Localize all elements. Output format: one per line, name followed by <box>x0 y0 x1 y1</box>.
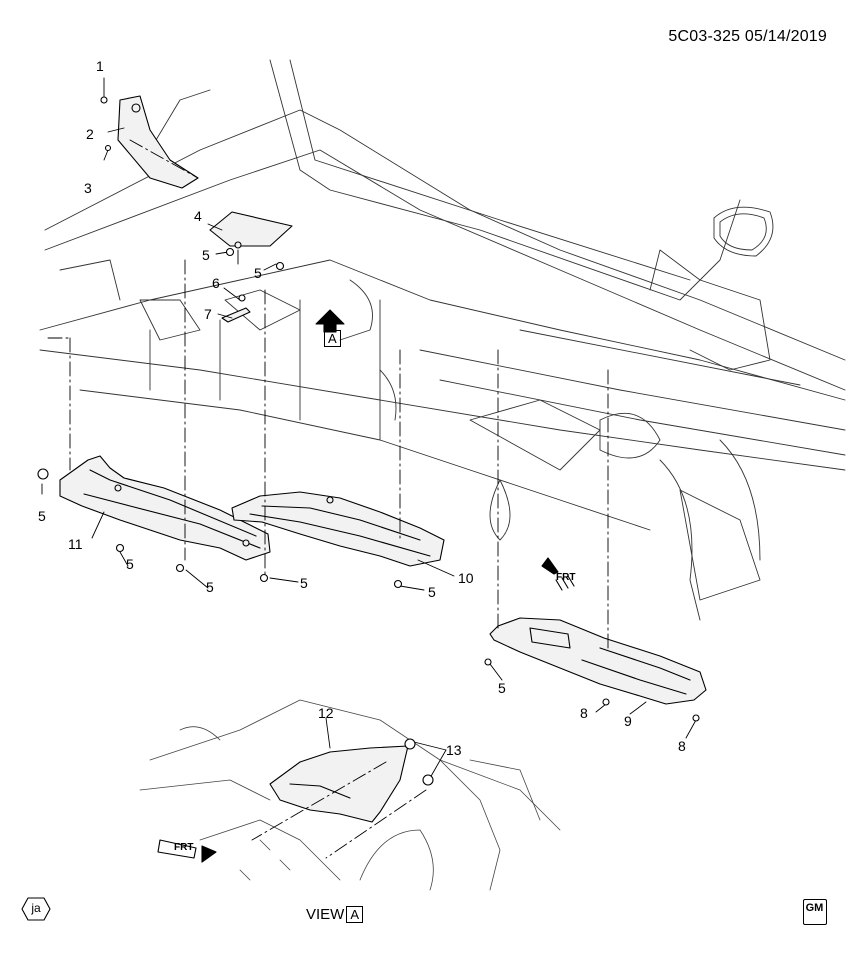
ja-hexagon-icon <box>21 897 51 921</box>
view-a-label: VIEW A <box>306 906 364 923</box>
callout-8b: 8 <box>580 705 588 721</box>
callout-8a: 5 <box>498 680 506 696</box>
part-2-bracket <box>117 95 199 189</box>
view-a-background <box>139 699 561 891</box>
part-11-shield <box>59 455 271 561</box>
view-a-marker-letter: A <box>324 330 341 347</box>
frt-label-upper: FRT <box>556 572 576 583</box>
callout-13: 13 <box>446 742 462 758</box>
callout-5f: 5 <box>300 575 308 591</box>
fasteners <box>37 96 700 786</box>
callout-12: 12 <box>318 705 334 721</box>
view-a-marker: A <box>322 330 341 347</box>
part-12-panel <box>269 745 409 823</box>
callout-6: 6 <box>212 275 220 291</box>
callout-10: 10 <box>458 570 474 586</box>
callout-7: 7 <box>204 306 212 322</box>
view-a-arrow <box>315 309 345 333</box>
callout-1: 1 <box>96 58 104 74</box>
part-4-shield <box>209 211 293 249</box>
callout-5b: 5 <box>254 265 262 281</box>
part-9-shield <box>489 617 707 705</box>
callout-3: 3 <box>84 180 92 196</box>
assembly-lines <box>47 139 609 859</box>
callout-5e: 5 <box>206 579 214 595</box>
ja-badge-text: ja <box>31 901 41 915</box>
view-label-letter: A <box>346 906 364 923</box>
callout-4: 4 <box>194 208 202 224</box>
callout-11: 11 <box>68 536 83 552</box>
ja-badge: ja <box>22 896 50 922</box>
gm-logo-text: GM <box>805 902 824 914</box>
callout-5a: 5 <box>202 247 210 263</box>
callout-5c: 5 <box>38 508 46 524</box>
frt-arrow-upper <box>541 557 575 591</box>
callout-2: 2 <box>86 126 94 142</box>
part-10-shield <box>231 491 445 567</box>
callout-5d: 5 <box>126 556 134 572</box>
part-7-strap <box>221 307 251 323</box>
frt-label-lower: FRT <box>174 842 194 853</box>
diagram-code-date: 5C03-325 05/14/2019 <box>668 28 827 45</box>
view-label-prefix: VIEW <box>306 906 345 923</box>
callout-8c: 8 <box>678 738 686 754</box>
vehicle-underbody <box>39 59 846 621</box>
frt-arrow-lower <box>157 839 217 863</box>
gm-logo-icon: GM <box>803 899 827 925</box>
callout-leaders <box>41 77 697 779</box>
callout-9: 9 <box>624 713 632 729</box>
callout-5g: 5 <box>428 584 436 600</box>
